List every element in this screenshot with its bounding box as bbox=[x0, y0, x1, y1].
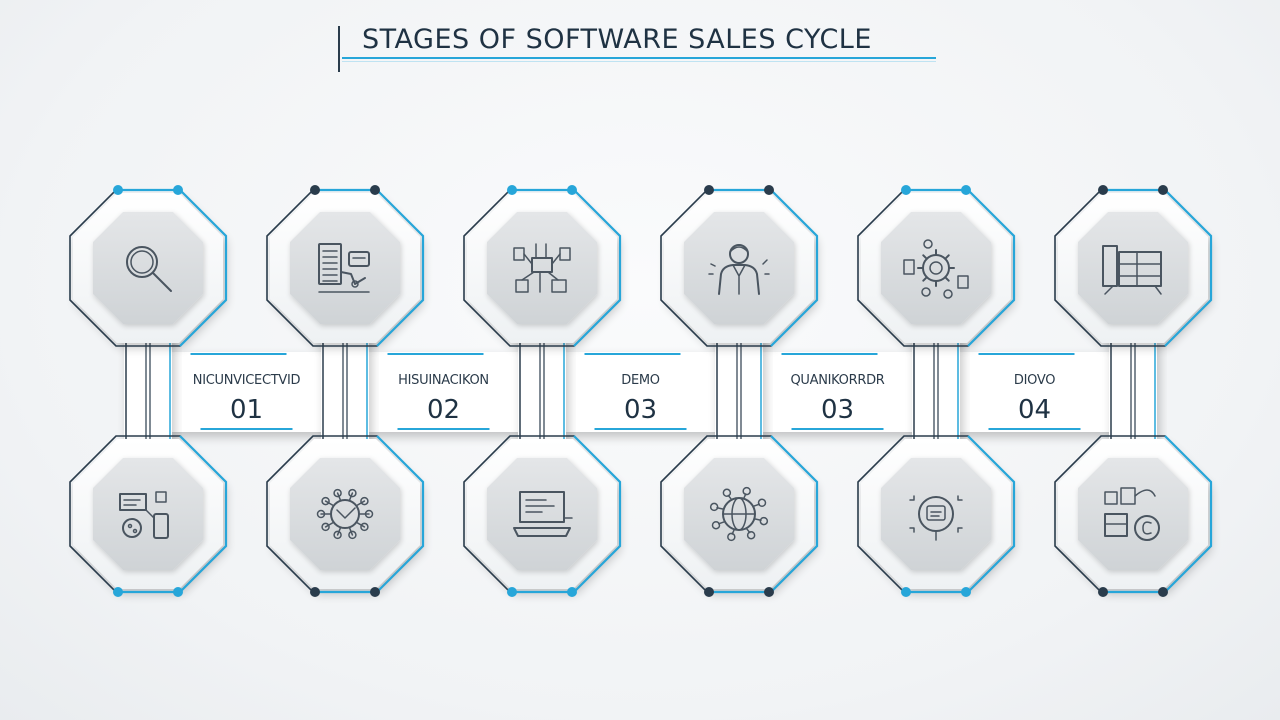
stage-label: DIOVO bbox=[1014, 373, 1055, 388]
stage-5 bbox=[857, 185, 1016, 597]
corner-dot bbox=[113, 185, 123, 195]
stage-1 bbox=[69, 185, 228, 597]
corner-dot bbox=[764, 185, 774, 195]
person-icon bbox=[708, 244, 770, 295]
stage-label-plate: NICUNVICECTVID 01 bbox=[166, 352, 327, 432]
corner-dot bbox=[704, 185, 714, 195]
stage-bottom-node bbox=[660, 435, 819, 597]
connectors-layer: NICUNVICECTVID01HISUINACIKON02DEMO03QUAN… bbox=[166, 352, 1115, 432]
gear-icon bbox=[903, 239, 969, 299]
corner-dot bbox=[1098, 587, 1108, 597]
stage-top-node bbox=[266, 185, 425, 347]
stage-neck bbox=[518, 328, 566, 454]
stage-top-node bbox=[463, 185, 622, 347]
money-icon bbox=[1104, 487, 1160, 541]
stage-bottom-node bbox=[857, 435, 1016, 597]
corner-dot bbox=[507, 185, 517, 195]
stage-label: QUANIKORRDR bbox=[790, 373, 884, 388]
network-icon bbox=[316, 488, 374, 540]
corner-dot bbox=[310, 185, 320, 195]
stage-3 bbox=[463, 185, 622, 597]
stage-top-node bbox=[660, 185, 819, 347]
corner-dot bbox=[507, 587, 517, 597]
stage-label: HISUINACIKON bbox=[398, 373, 489, 388]
title-underline bbox=[342, 57, 936, 59]
corner-dot bbox=[370, 587, 380, 597]
stage-top-node bbox=[857, 185, 1016, 347]
corner-dot bbox=[901, 185, 911, 195]
stage-top-node bbox=[1054, 185, 1213, 347]
stage-4 bbox=[660, 185, 819, 597]
corner-dot bbox=[1098, 185, 1108, 195]
stage-bottom-node bbox=[463, 435, 622, 597]
corner-dot bbox=[704, 587, 714, 597]
globe-icon bbox=[709, 486, 769, 542]
corner-dot bbox=[567, 587, 577, 597]
document-icon bbox=[318, 243, 370, 293]
page-title: STAGES OF SOFTWARE SALES CYCLE bbox=[362, 24, 872, 55]
stage-number: 03 bbox=[624, 395, 657, 425]
stage-neck bbox=[1109, 328, 1157, 454]
stage-number: 02 bbox=[427, 395, 460, 425]
stage-bottom-node bbox=[266, 435, 425, 597]
stage-bottom-node bbox=[1054, 435, 1213, 597]
magnifier-icon bbox=[126, 246, 172, 292]
corner-dot bbox=[1158, 185, 1168, 195]
corner-dot bbox=[113, 587, 123, 597]
stage-number: 01 bbox=[230, 395, 263, 425]
target-icon bbox=[909, 495, 963, 541]
corner-dot bbox=[961, 587, 971, 597]
corner-dot bbox=[173, 587, 183, 597]
stage-bottom-node bbox=[69, 435, 228, 597]
presentation-icon bbox=[119, 491, 169, 539]
cabinet-icon bbox=[1102, 245, 1162, 295]
stage-neck bbox=[321, 328, 369, 454]
stage-label: NICUNVICECTVID bbox=[193, 373, 301, 388]
stage-neck bbox=[715, 328, 763, 454]
title-underline-shadow bbox=[342, 61, 936, 62]
circuit-icon bbox=[513, 243, 571, 293]
stage-label-plate: HISUINACIKON 02 bbox=[363, 352, 524, 432]
stage-number: 04 bbox=[1018, 395, 1051, 425]
stage-neck bbox=[124, 328, 172, 454]
corner-dot bbox=[173, 185, 183, 195]
stage-number: 03 bbox=[821, 395, 854, 425]
stage-neck bbox=[912, 328, 960, 454]
stage-label: DEMO bbox=[621, 373, 660, 388]
title-block: STAGES OF SOFTWARE SALES CYCLE bbox=[336, 24, 940, 74]
stages-layer bbox=[69, 185, 1213, 597]
corner-dot bbox=[961, 185, 971, 195]
stage-label-plate: DIOVO 04 bbox=[954, 352, 1115, 432]
corner-dot bbox=[764, 587, 774, 597]
title-accent-bar bbox=[338, 26, 340, 72]
stage-2 bbox=[266, 185, 425, 597]
stage-label-plate: DEMO 03 bbox=[560, 352, 721, 432]
corner-dot bbox=[567, 185, 577, 195]
corner-dot bbox=[370, 185, 380, 195]
corner-dot bbox=[310, 587, 320, 597]
corner-dot bbox=[1158, 587, 1168, 597]
stage-top-node bbox=[69, 185, 228, 347]
laptop-icon bbox=[513, 491, 573, 537]
stage-label-plate: QUANIKORRDR 03 bbox=[757, 352, 918, 432]
corner-dot bbox=[901, 587, 911, 597]
stage-6 bbox=[1054, 185, 1213, 597]
